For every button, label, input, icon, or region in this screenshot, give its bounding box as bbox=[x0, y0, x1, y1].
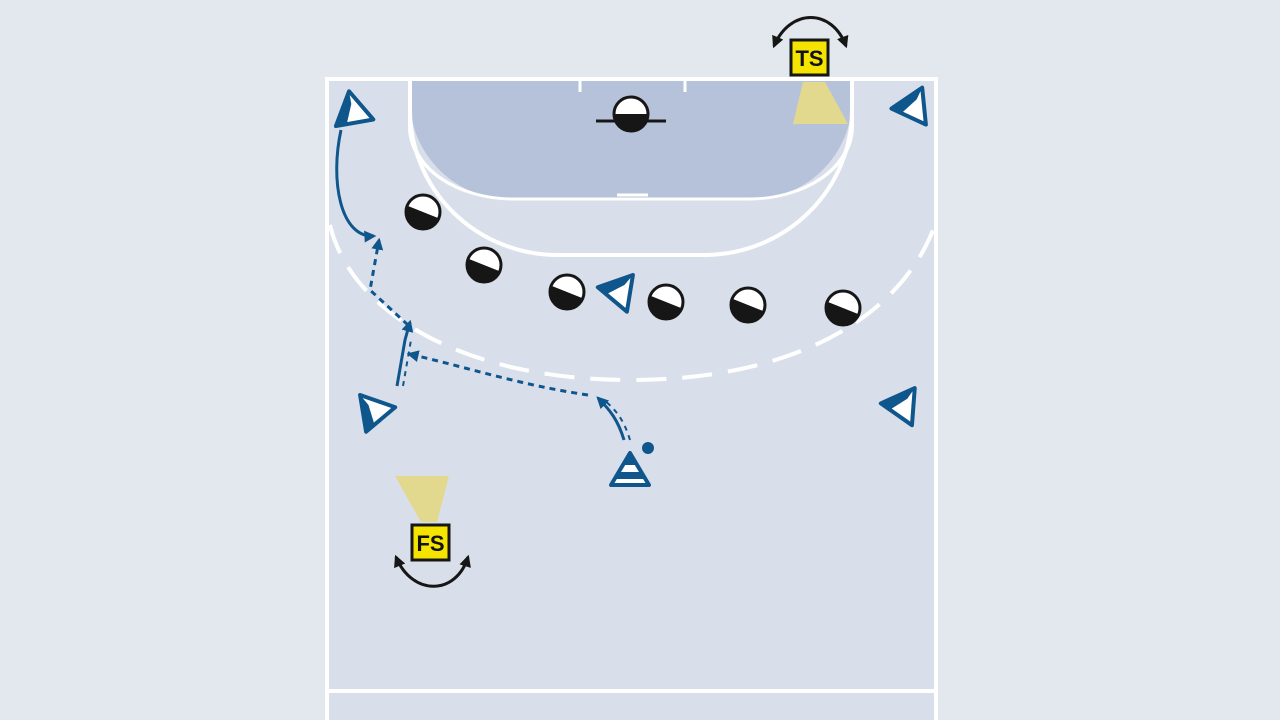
goal-referee-movement-icon bbox=[772, 16, 849, 49]
defenders bbox=[404, 193, 862, 327]
field-referee-label: FS bbox=[416, 531, 444, 556]
goal-referee: TS bbox=[772, 16, 849, 77]
goalkeeper bbox=[596, 95, 666, 133]
field-referee-movement-icon bbox=[394, 554, 471, 588]
attacker-center-back bbox=[609, 451, 651, 487]
pass-to-left-back-arrow bbox=[406, 350, 589, 397]
left-back-run-arrow-dash bbox=[402, 339, 412, 387]
goal-area bbox=[410, 79, 852, 200]
defender-4 bbox=[647, 283, 685, 321]
attacker-left-back bbox=[358, 392, 398, 434]
attacker-left-wing bbox=[333, 89, 376, 129]
left-wing-run-arrow bbox=[335, 129, 377, 243]
defender-3 bbox=[548, 273, 586, 311]
attacker-right-wing bbox=[889, 85, 928, 127]
goal-referee-view-cone bbox=[793, 82, 848, 124]
defender-6 bbox=[824, 289, 862, 327]
defender-2 bbox=[465, 246, 503, 284]
ball-icon bbox=[642, 442, 654, 454]
field-referee: FS bbox=[394, 523, 471, 588]
field-referee-view-cone bbox=[395, 476, 449, 522]
attacker-right-back bbox=[878, 386, 917, 428]
goal-area-boundary bbox=[408, 79, 854, 257]
center-back-run-arrow-dash bbox=[603, 399, 631, 441]
action-arrows bbox=[335, 129, 631, 441]
defender-5 bbox=[729, 286, 767, 324]
goal-referee-badge bbox=[789, 38, 830, 77]
defender-1 bbox=[404, 193, 442, 231]
court-outline bbox=[325, 77, 938, 720]
center-back-run-arrow bbox=[596, 396, 626, 441]
attackers bbox=[333, 85, 928, 487]
goal-referee-label: TS bbox=[795, 46, 823, 71]
attacker-pivot bbox=[595, 272, 635, 314]
left-back-run-arrow bbox=[395, 319, 414, 387]
